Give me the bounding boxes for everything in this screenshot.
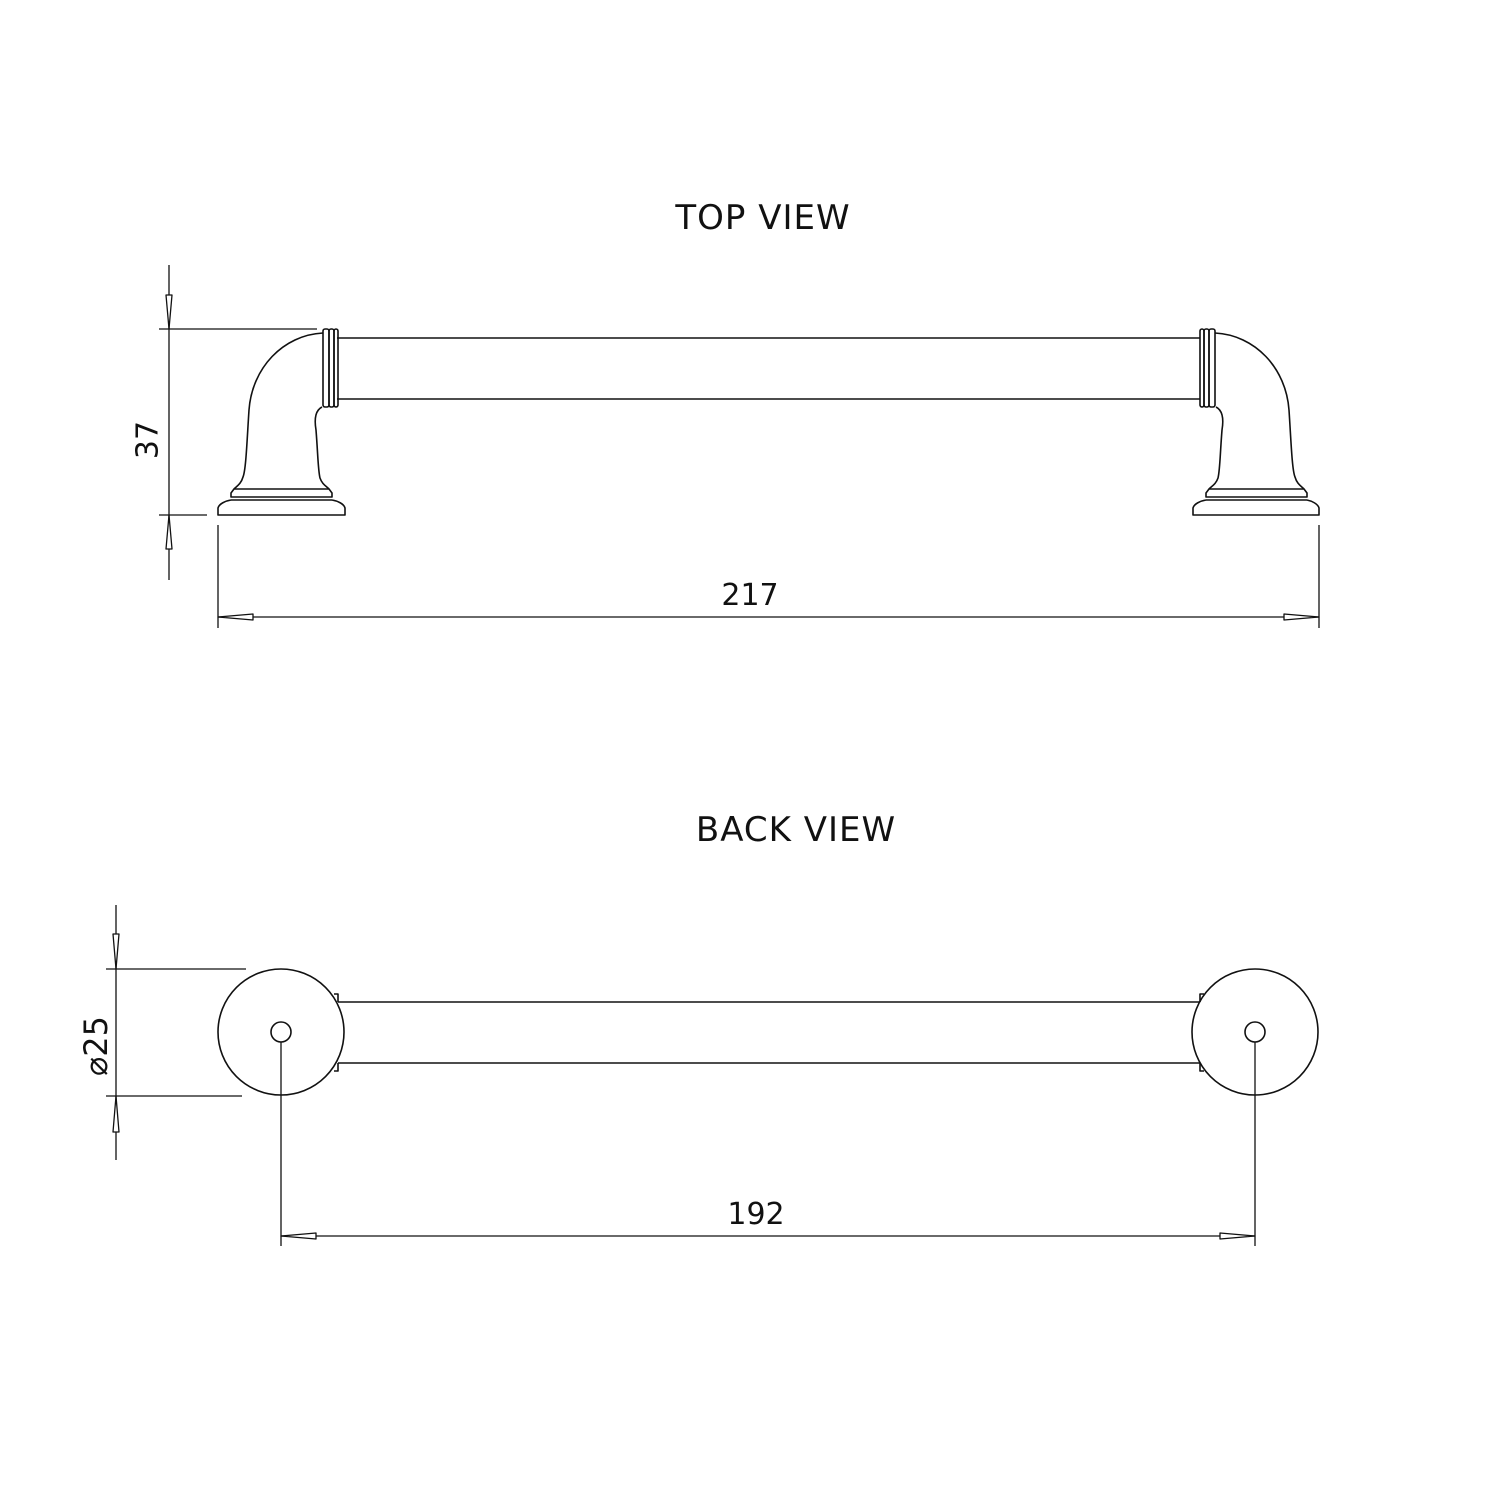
dimension-37 (159, 265, 317, 580)
dimension-37-label: 37 (130, 420, 166, 460)
dimension-diameter-25 (106, 905, 246, 1160)
back-view-title: BACK VIEW (695, 810, 897, 850)
top-view-title: TOP VIEW (675, 198, 851, 238)
back-view-handle (218, 969, 1318, 1095)
dimension-192-label: 192 (727, 1197, 785, 1232)
dimension-diameter-label: ⌀25 (77, 1016, 115, 1076)
top-view-handle (218, 329, 1319, 515)
dimension-217-label: 217 (721, 578, 779, 613)
dimension-192 (281, 1042, 1255, 1246)
dimension-217 (218, 525, 1319, 628)
